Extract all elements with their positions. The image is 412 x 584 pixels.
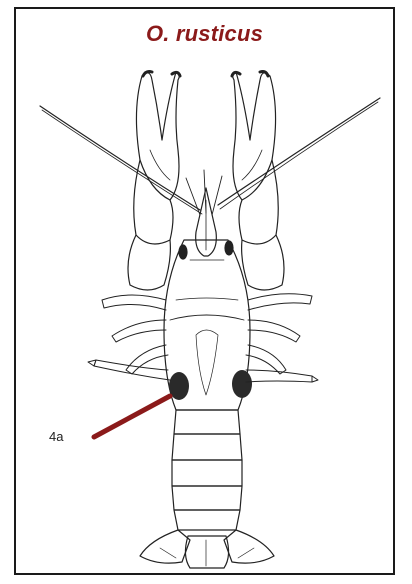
walking-legs-right [246,294,318,382]
carapace-spot-right [232,370,252,398]
callout-arrow [94,396,170,437]
right-antenna-inner [220,102,378,209]
right-claw [232,72,284,291]
antennule-right [212,176,222,215]
antennule-left [186,178,200,215]
walking-legs-left [88,295,170,380]
rostrum [196,188,217,256]
right-antenna [218,98,380,205]
callout-label: 4a [49,429,63,444]
tail-fan [140,530,274,568]
abdomen [172,410,242,530]
left-antenna-inner [42,110,202,214]
